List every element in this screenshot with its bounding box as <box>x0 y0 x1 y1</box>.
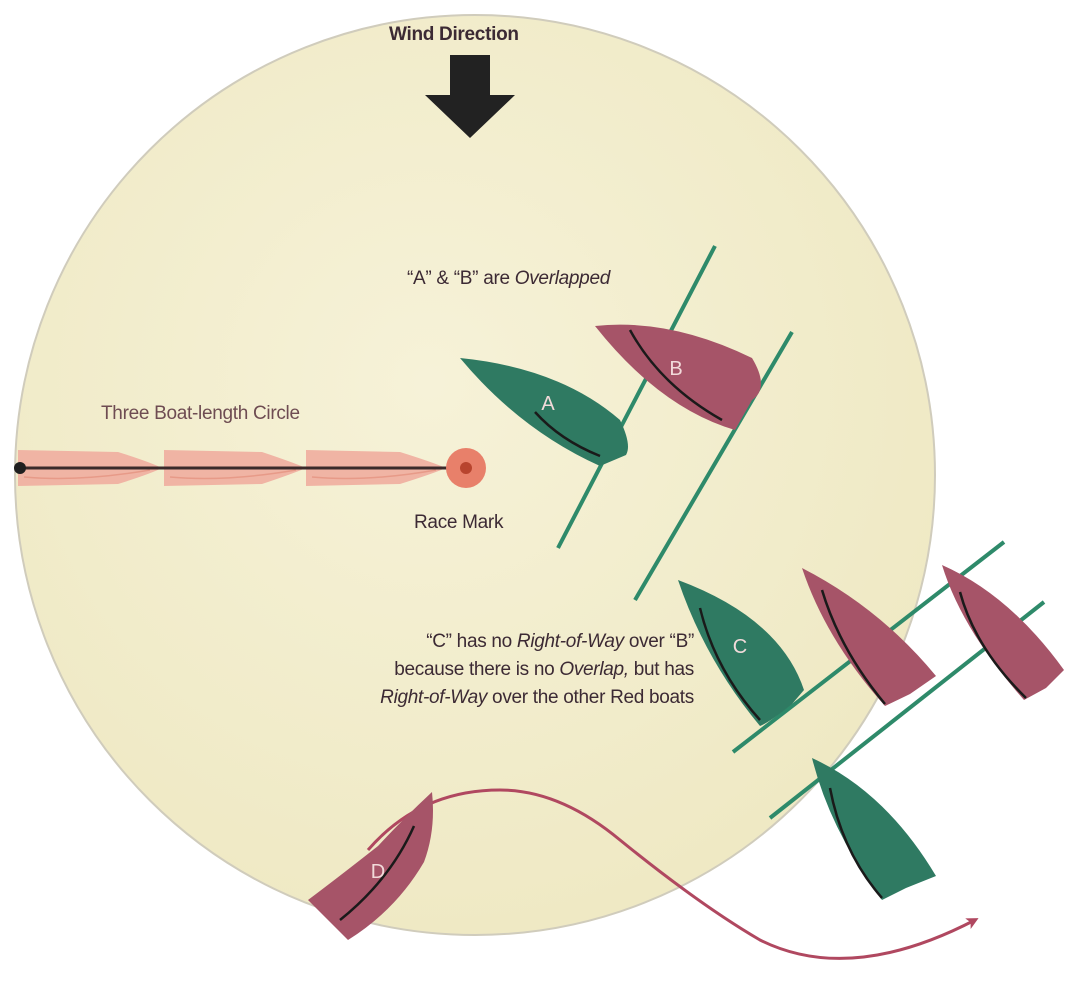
race-mark-buoy-icon <box>446 448 486 488</box>
three-boat-circle-text: Three Boat-length Circle <box>101 403 300 424</box>
race-mark-label: Race Mark <box>414 512 503 534</box>
note-line-2-term: Overlap, <box>559 659 628 680</box>
overlap-caption-a: “A” <box>407 268 431 289</box>
note-line-1-term: Right-of-Way <box>517 631 624 652</box>
radius-endpoint <box>14 462 26 474</box>
note-line-3-term: Right-of-Way <box>380 687 487 708</box>
note-line-3: Right-of-Way over the other Red boats <box>380 684 694 712</box>
note-line-2-suffix: but has <box>629 659 694 680</box>
note-line-2: because there is no Overlap, but has <box>380 656 694 684</box>
green-boat-lower <box>812 758 936 900</box>
three-boat-circle-label: Three Boat-length Circle <box>101 403 300 425</box>
boat-c-letter: C <box>733 636 747 658</box>
boat-d-letter: D <box>371 861 385 883</box>
boat-b-letter: B <box>669 358 682 380</box>
note-line-1-mid: has no <box>452 631 517 652</box>
note-line-2-prefix: because there is no <box>394 659 559 680</box>
note-line-1: “C” has no Right-of-Way over “B” <box>380 628 694 656</box>
right-of-way-note: “C” has no Right-of-Way over “B” because… <box>380 628 694 712</box>
wind-direction-label: Wind Direction <box>389 24 519 46</box>
red-boat-trailing-2 <box>942 565 1064 700</box>
note-line-3-suffix: over the other Red boats <box>487 687 694 708</box>
boat-a-letter: A <box>541 393 555 415</box>
note-line-1-suffix: over “B” <box>624 631 694 652</box>
overlap-caption-amp: & <box>431 268 453 289</box>
wind-direction-text: Wind Direction <box>389 24 519 45</box>
race-mark-text: Race Mark <box>414 512 503 533</box>
note-line-1-prefix: “C” <box>426 631 451 652</box>
overlap-caption: “A” & “B” are Overlapped <box>407 268 610 290</box>
overlap-caption-b: “B” <box>454 268 478 289</box>
overlap-caption-are: are <box>478 268 515 289</box>
overlap-caption-term: Overlapped <box>515 268 610 289</box>
